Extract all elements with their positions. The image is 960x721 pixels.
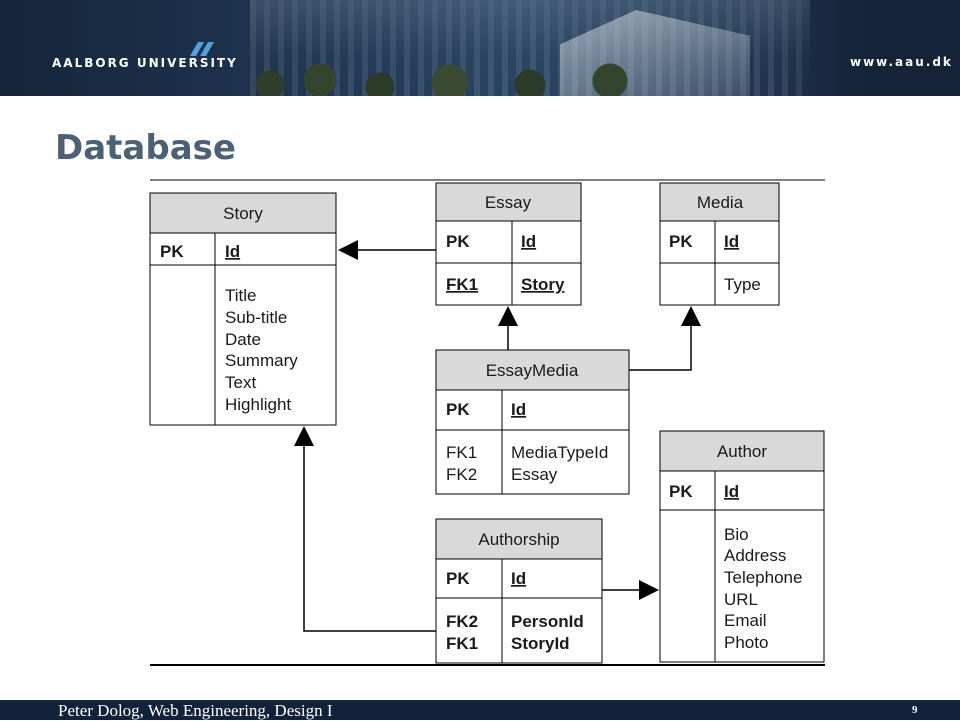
- arrow-head-icon: [338, 240, 358, 260]
- footer-author-course: Peter Dolog, Web Engineering, Design I: [58, 701, 333, 720]
- entity-authorship-attr: StoryId: [511, 634, 570, 653]
- entity-media-attr: Type: [724, 275, 761, 294]
- entity-authorship-fk: FK1: [446, 634, 478, 653]
- arrow-head-icon: [498, 306, 518, 326]
- entity-story-attr: Highlight: [225, 395, 291, 414]
- entity-story-attr: Sub-title: [225, 308, 287, 327]
- entity-author-attr: Address: [724, 546, 786, 565]
- rel-authorship-author: [602, 580, 659, 600]
- entity-author-id: Id: [724, 482, 739, 501]
- arrow-head-icon: [639, 580, 659, 600]
- entity-author-attr: Bio: [724, 525, 749, 544]
- entity-essay: Essay PK Id FK1 Story: [435, 182, 582, 306]
- entity-author-name: Author: [717, 442, 767, 461]
- entity-story-name: Story: [223, 204, 263, 223]
- entity-authorship-attr: PersonId: [511, 612, 584, 631]
- rel-essaymedia-media: [629, 306, 701, 371]
- entity-author-attr: Telephone: [724, 568, 802, 587]
- entity-media-id: Id: [724, 232, 739, 251]
- entity-essaymedia-name: EssayMedia: [486, 361, 579, 380]
- entity-essaymedia-pk: PK: [446, 400, 470, 419]
- entity-essay-name: Essay: [485, 193, 532, 212]
- entity-author: Author PK Id Bio Address Telephone URL E…: [659, 430, 825, 663]
- university-name: AALBORG UNIVERSITY: [52, 56, 238, 70]
- slide-footer: Peter Dolog, Web Engineering, Design I 9: [0, 700, 960, 720]
- slide-header: AALBORG UNIVERSITY www.aau.dk: [0, 0, 960, 96]
- entity-story-pk: PK: [160, 242, 184, 261]
- entity-author-attr: Email: [724, 611, 767, 630]
- rel-essay-story: [338, 240, 436, 260]
- entity-authorship: Authorship PK Id FK2 FK1 PersonId StoryI…: [435, 518, 603, 664]
- rel-authorship-story: [294, 426, 436, 632]
- aau-wave-logo-icon: [190, 42, 214, 56]
- entity-essay-pk: PK: [446, 232, 470, 251]
- entity-authorship-id: Id: [511, 569, 526, 588]
- entity-author-pk: PK: [669, 482, 693, 501]
- entity-story-attr: Title: [225, 286, 257, 305]
- entity-story: Story PK Id Title Sub-title Date Summary…: [149, 192, 337, 426]
- entity-media-pk: PK: [669, 232, 693, 251]
- entity-story-attr: Date: [225, 330, 261, 349]
- rel-essaymedia-essay: [498, 306, 518, 350]
- entity-essaymedia: EssayMedia PK Id FK1 FK2 MediaTypeId Ess…: [435, 349, 630, 495]
- arrow-head-icon: [681, 306, 701, 326]
- arrow-head-icon: [294, 426, 314, 446]
- entity-essaymedia-id: Id: [511, 400, 526, 419]
- entity-story-attr: Summary: [225, 351, 298, 370]
- entity-essay-fk: FK1: [446, 275, 478, 294]
- entity-essay-id: Id: [521, 232, 536, 251]
- campus-trees: [250, 55, 670, 96]
- university-url: www.aau.dk: [850, 55, 953, 69]
- entity-authorship-pk: PK: [446, 569, 470, 588]
- entity-story-id: Id: [225, 242, 240, 261]
- entity-essay-fk-attr: Story: [521, 275, 565, 294]
- page-title: Database: [55, 128, 236, 168]
- entity-essaymedia-fk: FK1: [446, 443, 477, 462]
- page-number: 9: [912, 704, 918, 716]
- entity-story-attr: Text: [225, 373, 256, 392]
- entity-media: Media PK Id Type: [659, 182, 780, 306]
- entity-essaymedia-attr: Essay: [511, 465, 558, 484]
- entity-author-attr: URL: [724, 590, 758, 609]
- entity-authorship-name: Authorship: [478, 530, 559, 549]
- entity-media-name: Media: [697, 193, 744, 212]
- entity-author-attr: Photo: [724, 633, 768, 652]
- entity-essaymedia-attr: MediaTypeId: [511, 443, 608, 462]
- entity-essaymedia-fk: FK2: [446, 465, 477, 484]
- header-fade: [780, 0, 960, 96]
- entity-authorship-fk: FK2: [446, 612, 478, 631]
